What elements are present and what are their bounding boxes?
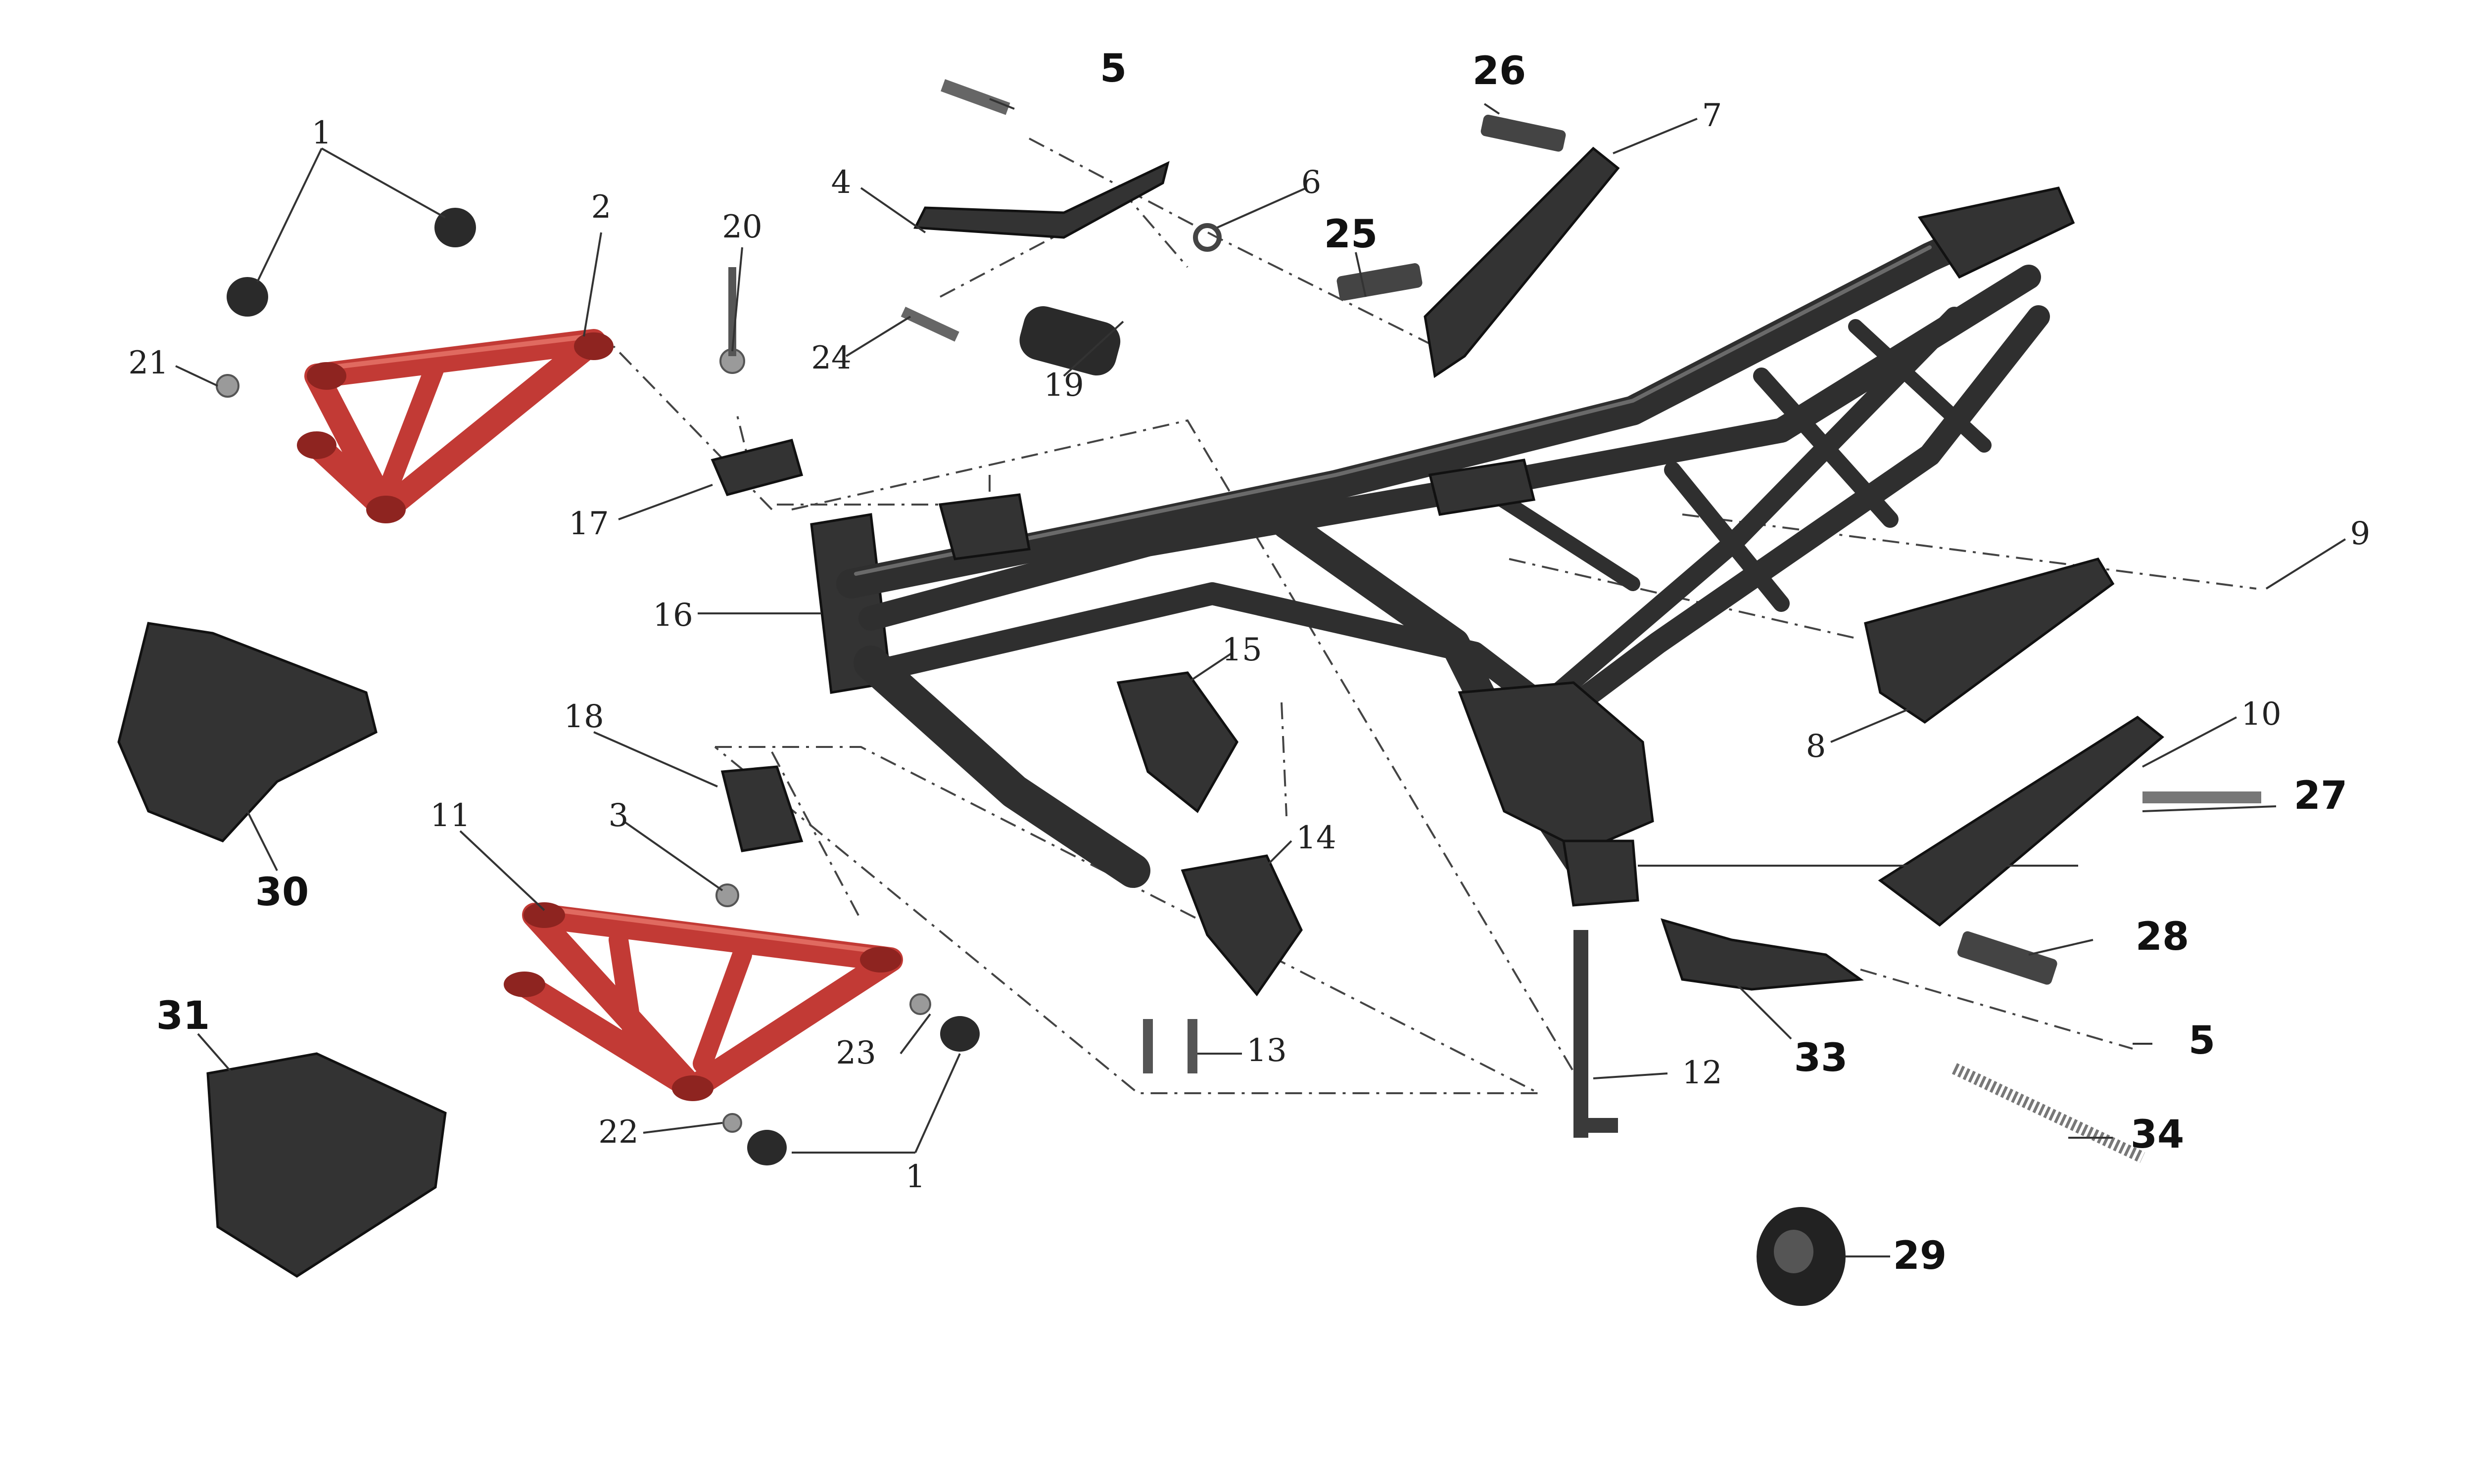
callout-6: 6 — [1301, 164, 1322, 201]
battery-tray — [1864, 557, 2115, 724]
engine-mount-lower — [504, 902, 903, 1101]
callout-29: 29 — [1893, 1234, 1947, 1278]
callout-28: 28 — [2136, 915, 2189, 959]
callout-30: 30 — [255, 870, 309, 915]
main-frame — [810, 186, 2075, 907]
hanger-plates — [1116, 671, 1303, 1073]
callout-5-bottom: 5 — [2189, 1019, 2215, 1063]
stand-spring — [1951, 1063, 2145, 1163]
callout-2: 2 — [591, 189, 612, 226]
callout-3: 3 — [609, 797, 629, 834]
leader-lines — [175, 98, 2346, 1257]
callout-10: 10 — [2241, 696, 2281, 733]
callout-25: 25 — [1324, 212, 1378, 257]
callout-13: 13 — [1246, 1032, 1286, 1069]
callout-1: 1 — [312, 115, 332, 151]
rider-footrest — [1661, 918, 1864, 991]
side-cover-31 — [206, 1052, 447, 1278]
callout-19: 19 — [1044, 367, 1084, 404]
callout-labels: 1 2 21 20 4 5 6 26 7 25 24 19 17 16 9 15… — [128, 46, 2370, 1278]
callout-22: 22 — [598, 1114, 638, 1151]
callout-33: 33 — [1794, 1036, 1848, 1080]
pillion-footrest-right — [1878, 715, 2261, 985]
callout-9: 9 — [2350, 515, 2371, 552]
small-hardware — [216, 79, 1222, 1133]
callout-5-top: 5 — [1100, 46, 1127, 91]
callout-26: 26 — [1473, 49, 1526, 93]
callout-14: 14 — [1296, 820, 1336, 856]
callout-21: 21 — [128, 345, 168, 381]
engine-mount-upper — [297, 329, 614, 523]
callout-1-bottom: 1 — [905, 1159, 926, 1195]
callout-12: 12 — [1682, 1055, 1722, 1091]
callout-11: 11 — [430, 797, 470, 834]
callout-4: 4 — [831, 164, 852, 201]
callout-31: 31 — [156, 994, 210, 1038]
callout-17: 17 — [569, 506, 609, 542]
callout-16: 16 — [653, 597, 693, 634]
side-cover-30 — [117, 622, 378, 842]
side-stand — [1573, 930, 1618, 1138]
callout-7: 7 — [1702, 97, 1722, 134]
callout-24: 24 — [811, 340, 851, 376]
callout-15: 15 — [1222, 632, 1262, 668]
callout-27: 27 — [2294, 774, 2348, 818]
callout-8: 8 — [1806, 728, 1826, 765]
callout-18: 18 — [564, 698, 604, 735]
pillion-footrest-left — [1336, 114, 1620, 378]
callout-34: 34 — [2131, 1113, 2185, 1157]
grommet — [1757, 1207, 1846, 1306]
callout-20: 20 — [722, 209, 762, 245]
callout-23: 23 — [836, 1035, 876, 1071]
